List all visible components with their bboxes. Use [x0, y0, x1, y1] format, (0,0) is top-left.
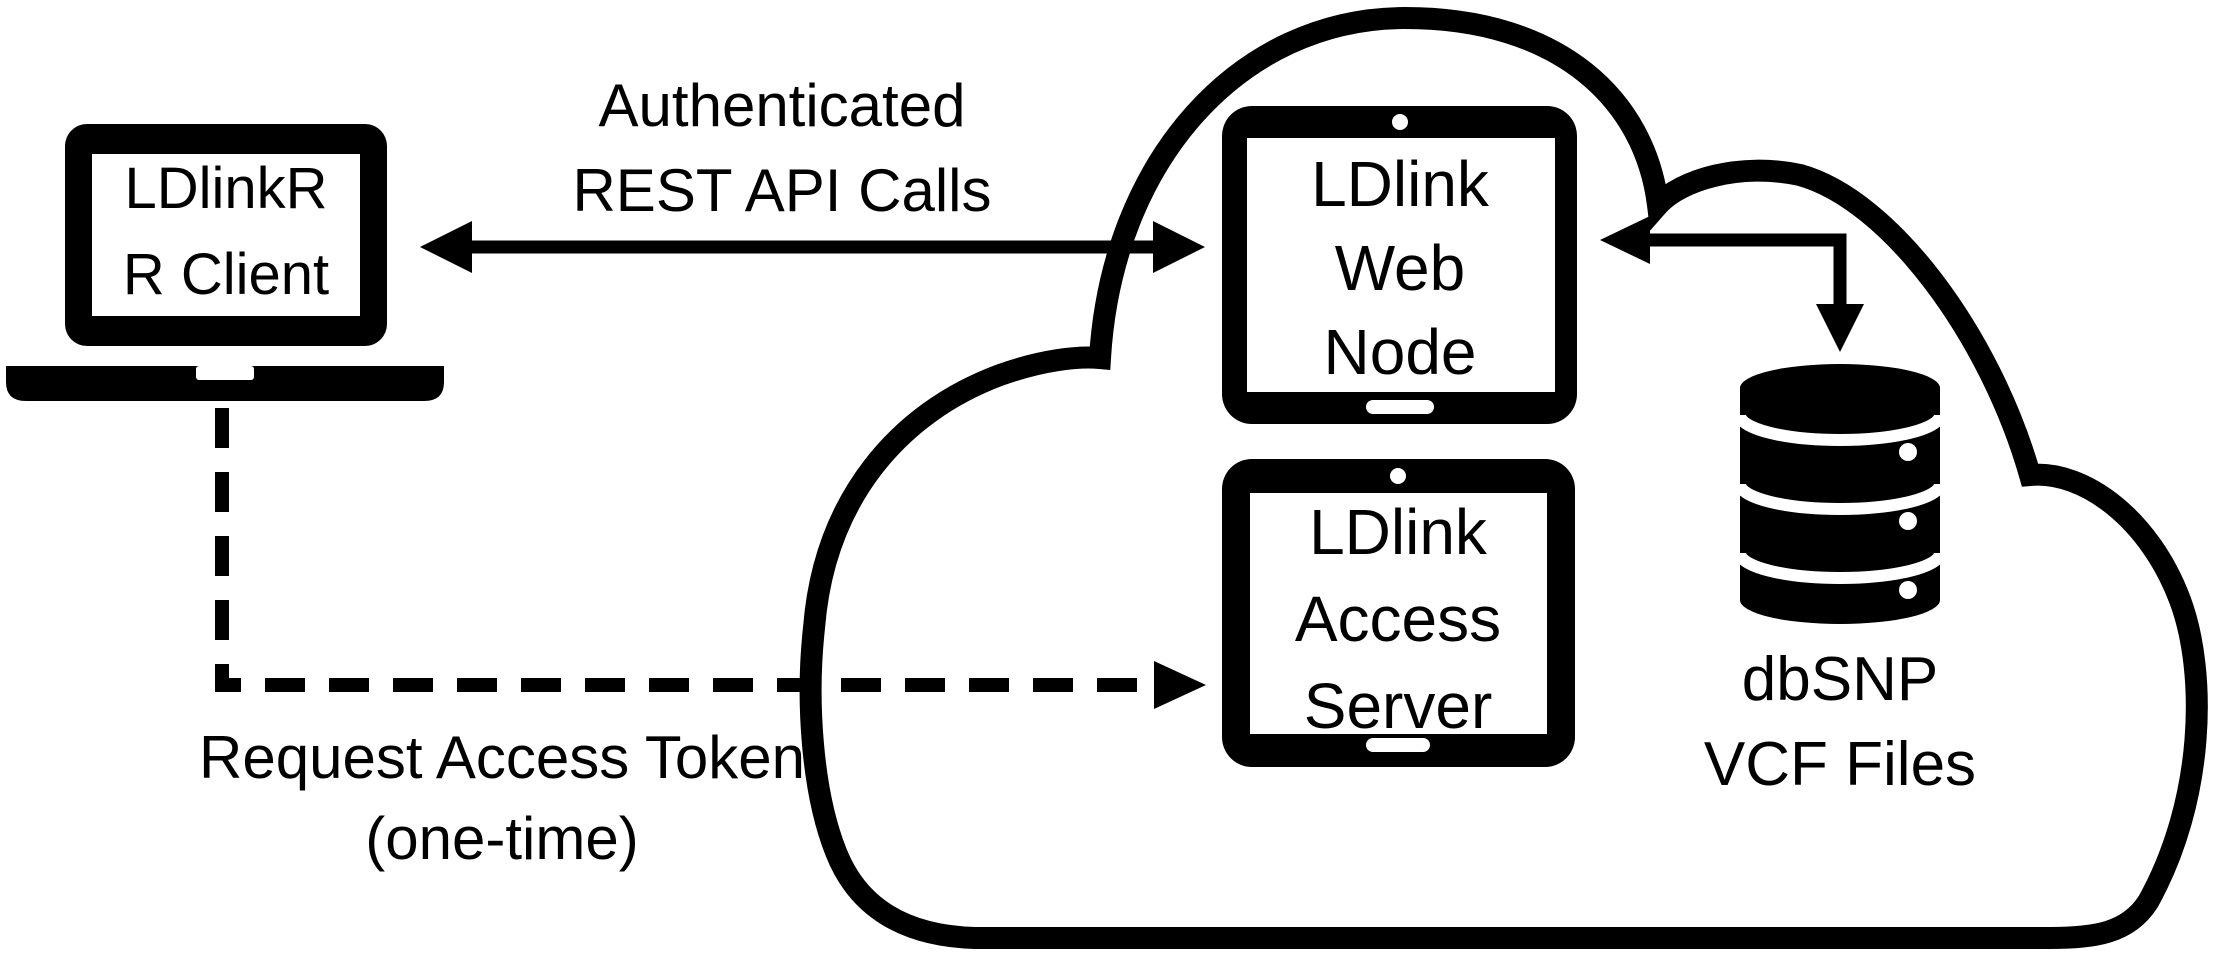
web-node-db-arrow — [1600, 216, 1864, 352]
rest-api-label-line2: REST API Calls — [572, 157, 991, 224]
r-client-label-line2: R Client — [123, 242, 329, 307]
dashed-arrowhead — [1154, 661, 1206, 709]
tablet-screen — [1250, 493, 1547, 734]
token-request-dashed-arrow: Request Access Token (one-time) — [199, 408, 1206, 872]
arrowhead-left — [420, 221, 472, 273]
laptop-base — [6, 366, 444, 401]
web-node-label-line1: LDlink — [1311, 148, 1490, 220]
database-separator — [1734, 483, 1946, 515]
access-server-label-line1: LDlink — [1309, 496, 1488, 568]
dbsnp-label-line1: dbSNP — [1742, 645, 1938, 714]
r-client-label-line1: LDlinkR — [124, 156, 327, 221]
laptop-screen — [92, 154, 360, 316]
database-separator — [1734, 414, 1946, 446]
arrowhead-right — [1153, 221, 1205, 273]
rest-api-label-line1: Authenticated — [599, 72, 966, 139]
web-node-label-line3: Node — [1324, 316, 1477, 388]
arrowhead-left — [1600, 216, 1650, 264]
database-led-dot — [1899, 512, 1917, 530]
token-label-line1: Request Access Token — [199, 724, 805, 791]
dbsnp-label-line2: VCF Files — [1704, 730, 1976, 799]
tablet-home-button — [1366, 738, 1430, 752]
token-label-line2: (one-time) — [365, 805, 638, 872]
database-separator — [1734, 552, 1946, 584]
laptop-base-notch — [196, 366, 254, 380]
tablet-camera-dot — [1390, 468, 1406, 484]
arrowhead-down — [1816, 304, 1864, 352]
tablet-screen — [1247, 138, 1555, 392]
database-body — [1740, 364, 1940, 624]
access-server-label-line3: Server — [1304, 670, 1493, 742]
web-node-tablet-icon: LDlink Web Node — [1222, 106, 1577, 424]
web-node-label-line2: Web — [1335, 232, 1465, 304]
tablet-home-button — [1366, 400, 1434, 414]
database-led-dot — [1899, 581, 1917, 599]
tablet-camera-dot — [1392, 114, 1408, 130]
cloud-outline-icon — [799, 6, 2208, 949]
access-server-tablet-icon: LDlink Access Server — [1222, 459, 1575, 767]
database-icon: dbSNP VCF Files — [1704, 364, 1976, 799]
database-led-dot — [1899, 443, 1917, 461]
access-server-label-line2: Access — [1295, 583, 1501, 655]
laptop-icon: LDlinkR R Client — [6, 124, 444, 401]
rest-api-arrow: Authenticated REST API Calls — [420, 72, 1205, 273]
